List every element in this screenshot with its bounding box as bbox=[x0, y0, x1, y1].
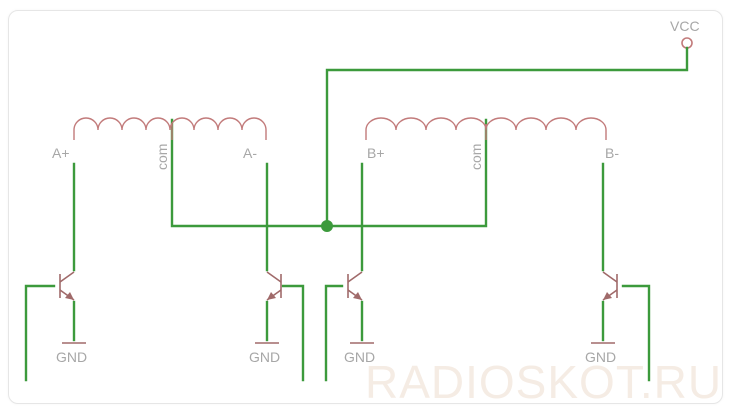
q2-emitter-arrow bbox=[267, 292, 276, 300]
q4-collector-leg bbox=[602, 271, 618, 283]
q1-emitter-arrow bbox=[65, 292, 74, 300]
vcc-pin-circle bbox=[681, 37, 693, 49]
a-com-label: com bbox=[154, 144, 170, 170]
q3-emitter-arrow bbox=[353, 292, 362, 300]
gnd-label-1: GND bbox=[56, 349, 87, 365]
gnd-label-3: GND bbox=[344, 349, 375, 365]
transistor-q1: GND bbox=[24, 271, 87, 382]
vcc-terminal: VCC bbox=[670, 18, 700, 49]
a-minus-label: A- bbox=[243, 145, 257, 161]
q2-base-wire bbox=[281, 284, 305, 382]
a-plus-label: A+ bbox=[52, 145, 70, 161]
coil-a bbox=[73, 117, 267, 140]
b-minus-label: B- bbox=[605, 145, 619, 161]
q1-collector-leg bbox=[59, 271, 75, 283]
coil-a-winding bbox=[73, 117, 267, 140]
transistor-q4: GND bbox=[585, 271, 651, 382]
q4-emitter-arrow bbox=[603, 292, 612, 300]
transistor-q2: GND bbox=[249, 271, 305, 382]
q1-base-wire bbox=[24, 284, 56, 382]
q3-collector-leg bbox=[347, 271, 363, 283]
transistor-q3: GND bbox=[324, 271, 375, 382]
common-wire bbox=[170, 118, 488, 228]
gnd-label-4: GND bbox=[585, 349, 616, 365]
gnd-label-2: GND bbox=[249, 349, 280, 365]
vcc-label: VCC bbox=[670, 18, 700, 34]
q4-base-wire bbox=[621, 284, 651, 382]
watermark-text: RADIOSKOT.RU bbox=[365, 356, 722, 408]
b-com-label: com bbox=[468, 144, 484, 170]
coil-b bbox=[365, 117, 607, 140]
q3-base-wire bbox=[324, 284, 344, 382]
b-plus-label: B+ bbox=[367, 145, 385, 161]
junction-dot bbox=[321, 220, 333, 232]
vcc-wire bbox=[325, 46, 689, 228]
q2-collector-leg bbox=[266, 271, 282, 283]
